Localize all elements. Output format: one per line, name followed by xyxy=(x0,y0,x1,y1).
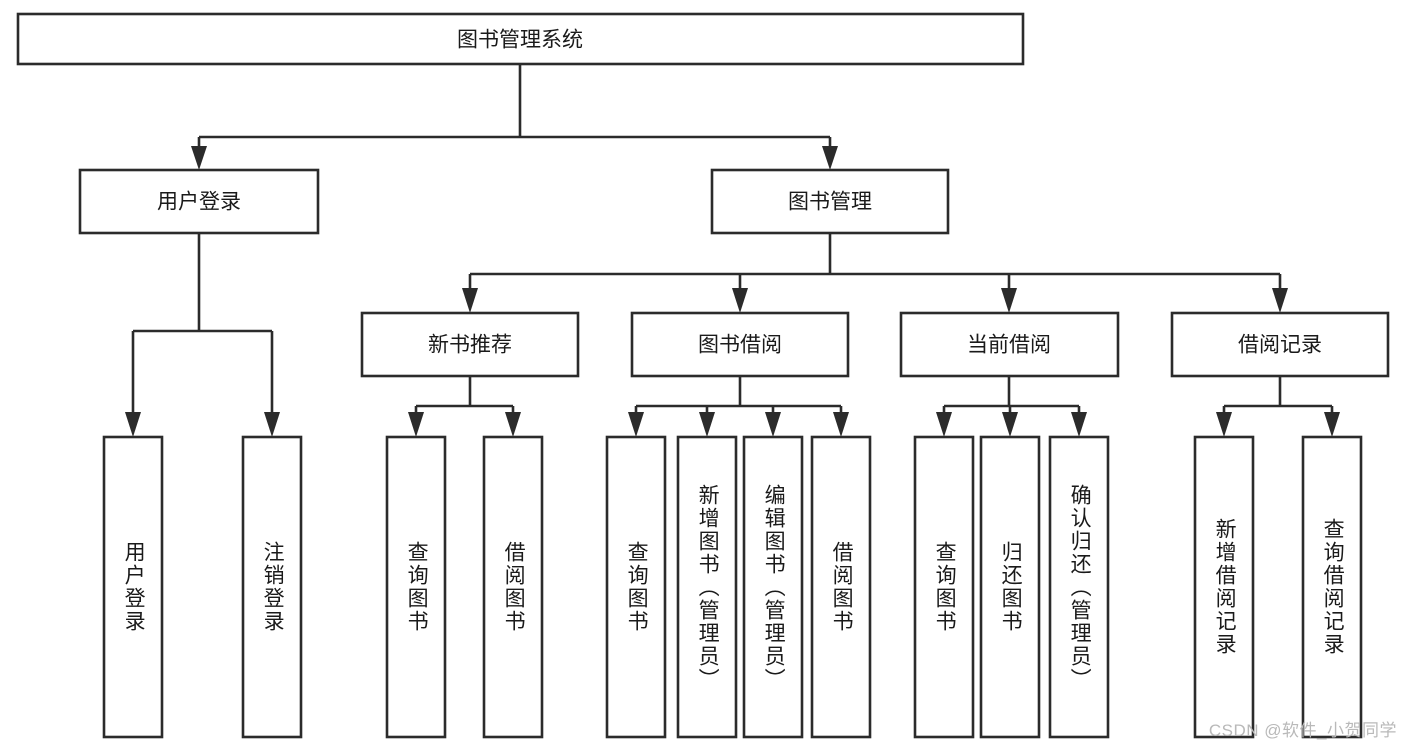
leaf-box-query-borrow-record[interactable] xyxy=(1301,435,1363,739)
connector-current-to-leaves xyxy=(936,376,1087,437)
node-root[interactable] xyxy=(16,12,1025,66)
leaf-box-confirm-return-admin[interactable] xyxy=(1048,435,1110,739)
connector-bookmgmt-to-level3 xyxy=(462,233,1288,313)
leaf-box-borrow-book[interactable] xyxy=(810,435,872,739)
leaf-box-add-borrow-record[interactable] xyxy=(1193,435,1255,739)
leaf-box-query-book-current[interactable] xyxy=(913,435,975,739)
node-borrow-record[interactable] xyxy=(1170,311,1390,378)
leaf-box-edit-book-admin[interactable] xyxy=(742,435,804,739)
leaf-box-logout[interactable] xyxy=(241,435,303,739)
node-current-borrow-label: 当前借阅 xyxy=(967,334,1051,357)
node-book-management-label: 图书管理 xyxy=(788,191,872,214)
node-new-book-recommend[interactable] xyxy=(360,311,580,378)
node-book-borrow[interactable] xyxy=(630,311,850,378)
node-user-login-label: 用户登录 xyxy=(157,191,241,214)
node-borrow-record-label: 借阅记录 xyxy=(1238,334,1322,357)
watermark-text: CSDN @软件_小贺同学 xyxy=(1208,721,1397,740)
connector-borrow-to-leaves xyxy=(628,376,849,437)
node-book-management[interactable] xyxy=(710,168,950,235)
connector-newbook-to-leaves xyxy=(408,376,521,437)
leaf-box-query-book-newbook[interactable] xyxy=(385,435,447,739)
node-new-book-recommend-label: 新书推荐 xyxy=(428,334,512,357)
leaf-box-return-book[interactable] xyxy=(979,435,1041,739)
node-root-label: 图书管理系统 xyxy=(457,29,583,52)
leaf-box-borrow-book-newbook[interactable] xyxy=(482,435,544,739)
connector-userlogin-to-leaves xyxy=(125,233,280,437)
leaf-box-user-login[interactable] xyxy=(102,435,164,739)
leaf-box-add-book-admin[interactable] xyxy=(676,435,738,739)
node-book-borrow-label: 图书借阅 xyxy=(698,334,782,357)
node-user-login[interactable] xyxy=(78,168,320,235)
connector-record-to-leaves xyxy=(1216,376,1340,437)
node-current-borrow[interactable] xyxy=(899,311,1120,378)
leaf-box-query-book-borrow[interactable] xyxy=(605,435,667,739)
connector-root-to-level2 xyxy=(191,64,838,170)
